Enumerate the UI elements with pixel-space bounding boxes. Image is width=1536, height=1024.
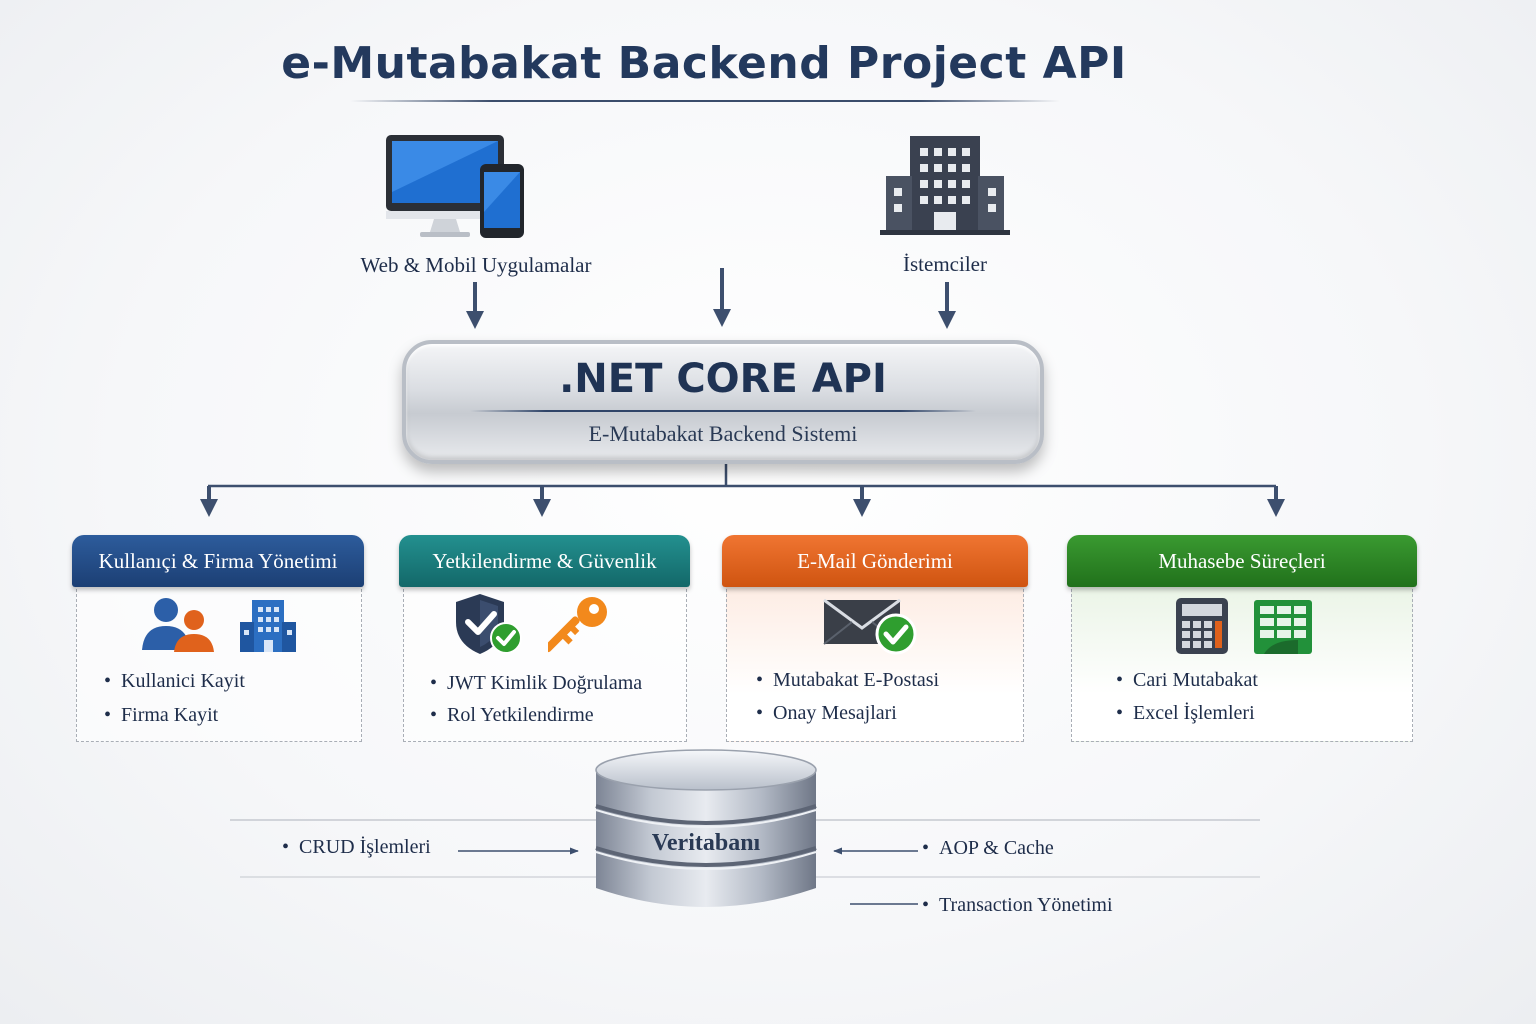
- calculator-icon: [1176, 598, 1228, 654]
- client-label-istemciler: İstemciler: [903, 252, 987, 276]
- db-right-item-aop: AOP & Cache: [922, 837, 1054, 860]
- list-item: Kullanici Kayit: [104, 670, 245, 693]
- api-subtitle: E-Mutabakat Backend Sistemi: [588, 421, 858, 446]
- key-icon: [548, 597, 607, 653]
- list-item: Mutabakat E-Postasi: [756, 669, 939, 692]
- building-icon: [240, 600, 296, 652]
- database-label: Veritabanı: [651, 830, 761, 856]
- list-item: JWT Kimlik Doğrulama: [430, 672, 642, 695]
- computer-and-phone-icon: [386, 135, 524, 238]
- module-auth-security-header: Yetkilendirme & Güvenlik: [399, 535, 690, 587]
- shield-check-icon: [456, 594, 522, 654]
- list-item: Cari Mutabakat: [1116, 669, 1258, 692]
- office-building-icon: [880, 136, 1010, 235]
- database-cylinder-icon: [595, 749, 817, 907]
- users-icon: [142, 598, 214, 652]
- module-accounting-header: Muhasebe Süreçleri: [1067, 535, 1417, 587]
- list-item: Rol Yetkilendirme: [430, 704, 594, 727]
- api-divider: [470, 410, 976, 412]
- list-item: Onay Mesajlari: [756, 702, 897, 725]
- net-core-api-box: [402, 340, 1044, 464]
- module-email-header: E-Mail Gönderimi: [722, 535, 1028, 587]
- spreadsheet-icon: [1254, 600, 1312, 654]
- db-left-item-crud: CRUD İşlemleri: [282, 836, 431, 859]
- list-item: Excel İşlemleri: [1116, 702, 1255, 725]
- envelope-check-icon: [823, 598, 917, 655]
- list-item: Firma Kayit: [104, 704, 218, 727]
- module-user-firm-header: Kullanıçi & Firma Yönetimi: [72, 535, 364, 587]
- client-label-web-mobile: Web & Mobil Uygulamalar: [360, 253, 592, 277]
- db-right-item-transaction: Transaction Yönetimi: [922, 894, 1113, 917]
- title-underline: [350, 100, 1060, 102]
- diagram-title: e-Mutabakat Backend Project API: [281, 38, 1127, 89]
- api-title: .NET CORE API: [559, 356, 887, 402]
